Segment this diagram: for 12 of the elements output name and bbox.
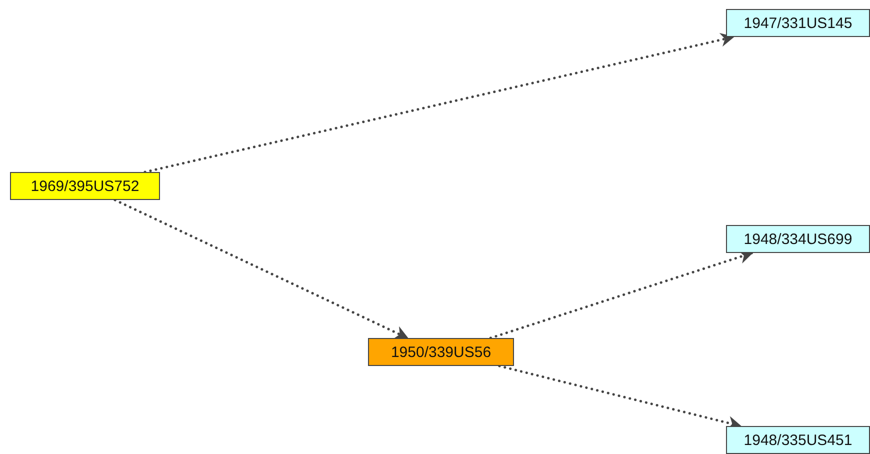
node-label: 1969/395US752 [30,178,140,194]
node-label: 1948/334US699 [744,230,852,248]
node-label: 1950/339US56 [390,344,492,360]
dotted-arrow [144,33,735,174]
label-box [368,338,514,366]
label-box [10,172,160,200]
node-label: 1948/335US451 [744,432,852,448]
node-label: 1947/331US145 [744,14,852,32]
label-box [726,225,870,253]
dotted-arrow [114,198,409,340]
label-box [726,9,870,37]
label-box [726,426,870,454]
